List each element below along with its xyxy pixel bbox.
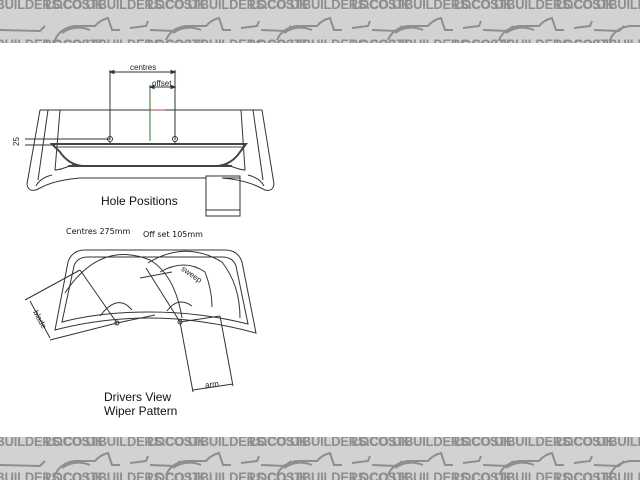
dimension-arm: [179, 315, 234, 393]
dimension-offset: [148, 84, 177, 141]
car-silhouette-icon: [0, 16, 640, 41]
watermark-text: LOCOSTBUILDERS.CO.UK: [453, 469, 615, 480]
watermark-text: LOCOSTBUILDERS.CO.UK: [147, 469, 309, 480]
dimension-25: [25, 138, 110, 146]
wiper-hole-right: [172, 136, 178, 145]
watermark-row: LOCOSTBUILDERS.CO.UKLOCOSTBUILDERS.CO.UK…: [0, 437, 640, 449]
watermark-text: LOCOSTBUILDERS.CO.UK: [249, 469, 411, 480]
watermark-text: LOCOSTBUILDERS.CO.UK: [249, 36, 410, 43]
wiper-title-line1: Drivers View: [104, 390, 172, 404]
watermark-text: LOCOSTBUILDERS.CO.UK: [0, 469, 104, 480]
dim-label-25: 25: [11, 137, 21, 146]
box-outline: [160, 175, 241, 217]
watermark-text: LOCOSTBUILDERS.CO.UK: [351, 469, 513, 480]
sweep-dim: [139, 271, 173, 279]
wiper-hole-left: [107, 136, 113, 145]
watermark-text: LOCOSTBUILDERS.CO.UK: [45, 36, 206, 43]
technical-drawing: [24, 69, 275, 393]
watermark-banner-top: LOCOSTBUILDERS.CO.UKLOCOSTBUILDERS.CO.UK…: [0, 0, 640, 43]
watermark-text: LOCOSTBUILDERS.CO.UK: [555, 437, 640, 449]
dim-label-centres: centres: [130, 63, 157, 72]
watermark-text: LOCOSTBUILDERS.CO.UK: [454, 36, 615, 43]
watermark-banner-bottom: LOCOSTBUILDERS.CO.UKLOCOSTBUILDERS.CO.UK…: [0, 437, 640, 480]
watermark-text: LOCOSTBUILDERS.CO.UK: [147, 36, 308, 43]
note-centres: Centres 275mm: [66, 227, 131, 236]
sweep-arcs: [64, 250, 241, 319]
watermark-row: LOCOSTBUILDERS.CO.UKLOCOSTBUILDERS.CO.UK…: [0, 36, 640, 43]
watermark-text: LOCOSTBUILDERS.CO.UK: [0, 36, 104, 43]
watermark-row: LOCOSTBUILDERS.CO.UKLOCOSTBUILDERS.CO.UK…: [0, 469, 640, 480]
note-offset: Off set 105mm: [143, 230, 203, 239]
scuttle-outline: [26, 109, 275, 191]
label-arm: arm: [204, 379, 220, 390]
watermark-text: LOCOSTBUILDERS.CO.UK: [556, 36, 640, 43]
watermark-row: LOCOSTBUILDERS.CO.UKLOCOSTBUILDERS.CO.UK…: [0, 0, 640, 12]
hole-positions-title: Hole Positions: [101, 194, 178, 208]
dimension-blade: [24, 269, 118, 341]
windscreen-outline: [54, 249, 257, 334]
watermark-text: LOCOSTBUILDERS.CO.UK: [351, 36, 512, 43]
watermark-text: LOCOSTBUILDERS.CO.UK: [555, 0, 640, 12]
windscreen-frame: [49, 143, 248, 167]
watermark-text: LOCOSTBUILDERS.CO.UK: [45, 469, 207, 480]
car-silhouette-icon: [0, 451, 640, 476]
wiper-arms: [79, 267, 221, 326]
wiper-title-line2: Wiper Pattern: [104, 404, 178, 418]
dim-label-offset: offset: [152, 79, 172, 88]
watermark-text: LOCOSTBUILDERS.CO.UK: [555, 469, 640, 480]
dimension-centres: [108, 69, 177, 140]
